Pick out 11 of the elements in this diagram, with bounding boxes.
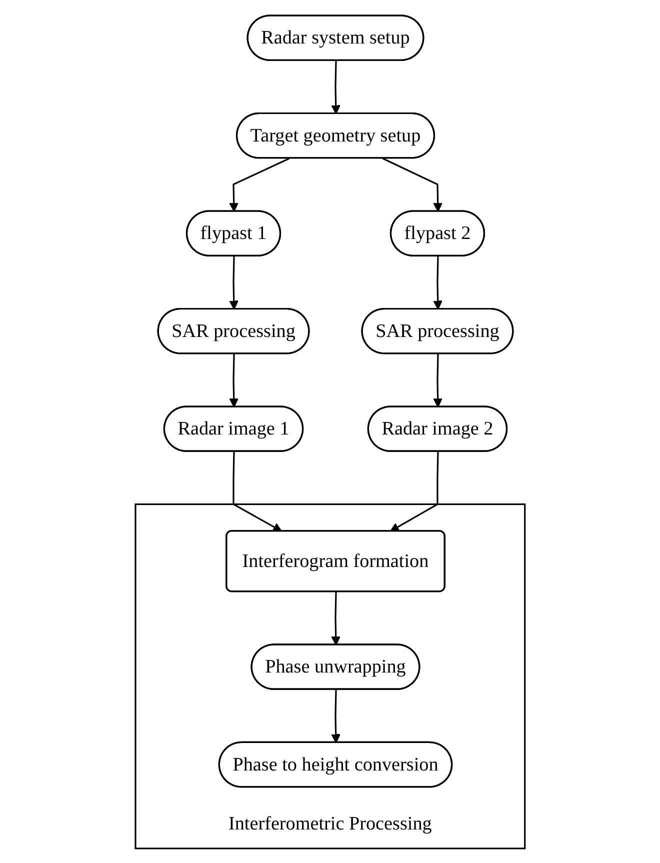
arrow [433, 353, 442, 407]
arrow [229, 353, 238, 407]
arrow [433, 256, 442, 310]
arrow [331, 60, 340, 114]
arrow [331, 689, 340, 743]
arrow [229, 256, 238, 310]
arrow [229, 157, 290, 212]
arrow [390, 451, 439, 532]
arrow [232, 451, 282, 532]
arrow [382, 157, 442, 212]
arrow [331, 591, 340, 645]
